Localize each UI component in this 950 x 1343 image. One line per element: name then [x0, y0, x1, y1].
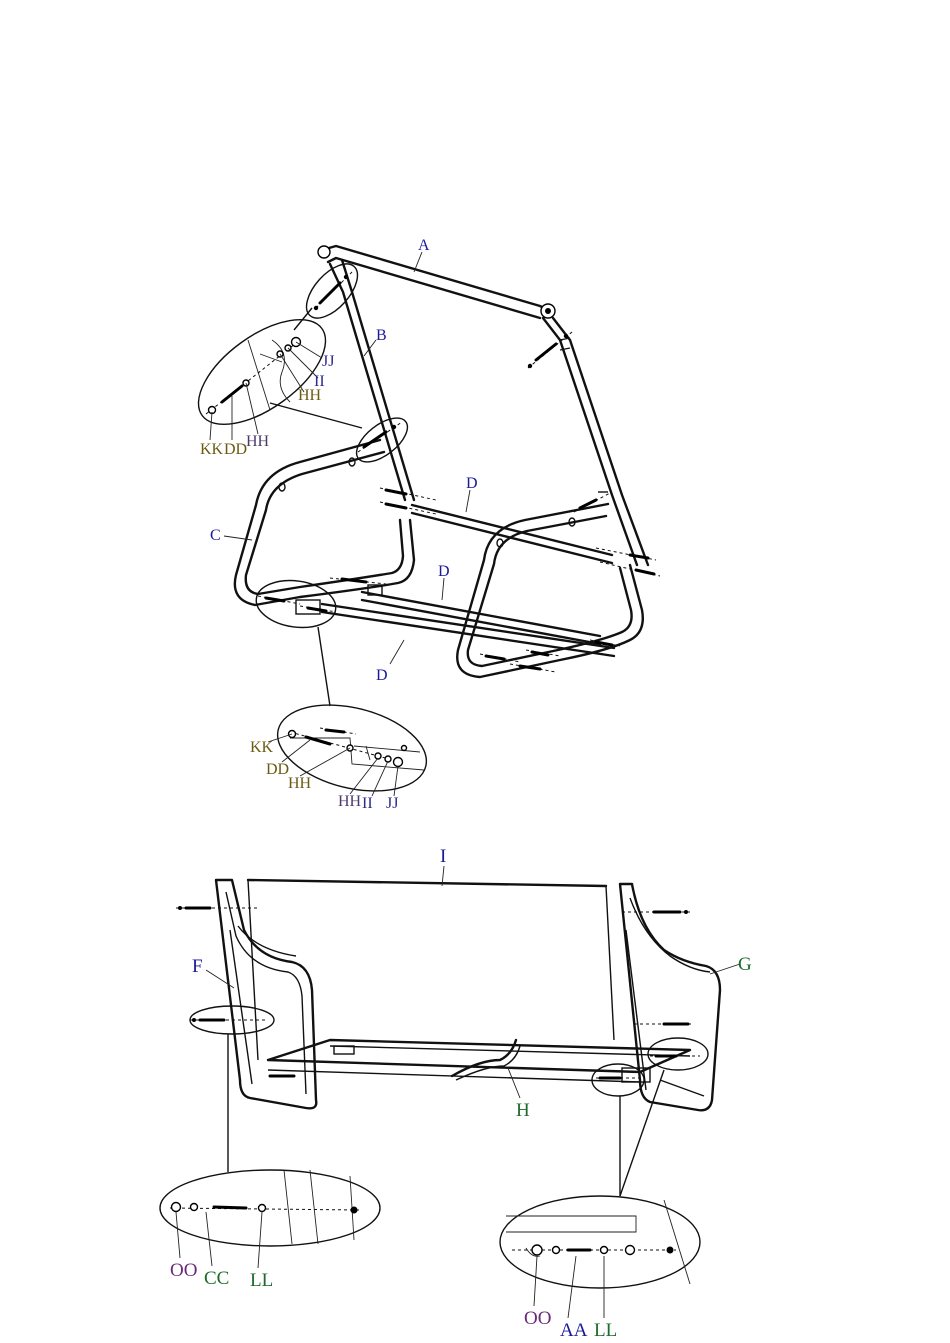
label-oo-right: OO	[524, 1308, 551, 1329]
label-dd-bottom: DD	[266, 761, 289, 778]
callout-ellipse-right-seat	[592, 1064, 644, 1096]
label-ll-left: LL	[250, 1270, 273, 1291]
detail-bubble-top	[181, 299, 343, 444]
part-a-crossbar	[318, 246, 555, 318]
bottom-part-labels: I F G H OO CC LL OO AA LL	[170, 846, 752, 1341]
part-b-uprights	[330, 260, 648, 565]
label-jj-top: JJ	[322, 353, 334, 370]
bottom-label-leaders	[176, 866, 740, 1318]
label-d-lower: D	[376, 667, 388, 684]
label-hh-bottom-a: HH	[288, 775, 312, 792]
label-ll-right: LL	[594, 1320, 617, 1341]
label-dd-top: DD	[224, 441, 247, 458]
part-f-left-side	[216, 880, 316, 1108]
top-bolts	[258, 272, 660, 672]
label-g: G	[738, 954, 752, 975]
part-h-seat-frame	[268, 1040, 690, 1082]
label-h: H	[516, 1100, 530, 1121]
label-kk-bottom: KK	[250, 739, 274, 756]
label-kk-top: KK	[200, 441, 224, 458]
label-f: F	[192, 956, 203, 977]
top-label-leaders	[210, 252, 470, 796]
label-jj-bottom: JJ	[386, 795, 398, 812]
label-hh-top-b: HH	[246, 433, 270, 450]
top-part-labels: A B C D D D JJ II HH HH KK DD KK DD HH H…	[200, 237, 478, 812]
detail-bubble-right	[500, 1196, 700, 1288]
label-hh-bottom-b: HH	[338, 793, 362, 810]
part-g-right-side	[620, 884, 720, 1110]
top-frame-figure	[181, 246, 660, 805]
label-b: B	[376, 327, 387, 344]
detail-bubble-left	[160, 1170, 380, 1246]
bottom-seat-figure	[160, 866, 740, 1318]
label-aa-right: AA	[560, 1320, 588, 1341]
label-d-upper: D	[466, 475, 478, 492]
label-c: C	[210, 527, 221, 544]
label-i: I	[440, 846, 446, 867]
label-d-middle: D	[438, 563, 450, 580]
label-a: A	[418, 237, 430, 254]
label-ii-bottom: II	[362, 795, 373, 812]
label-oo-left: OO	[170, 1260, 197, 1281]
label-cc-left: CC	[204, 1268, 229, 1289]
label-hh-top-a: HH	[298, 387, 322, 404]
